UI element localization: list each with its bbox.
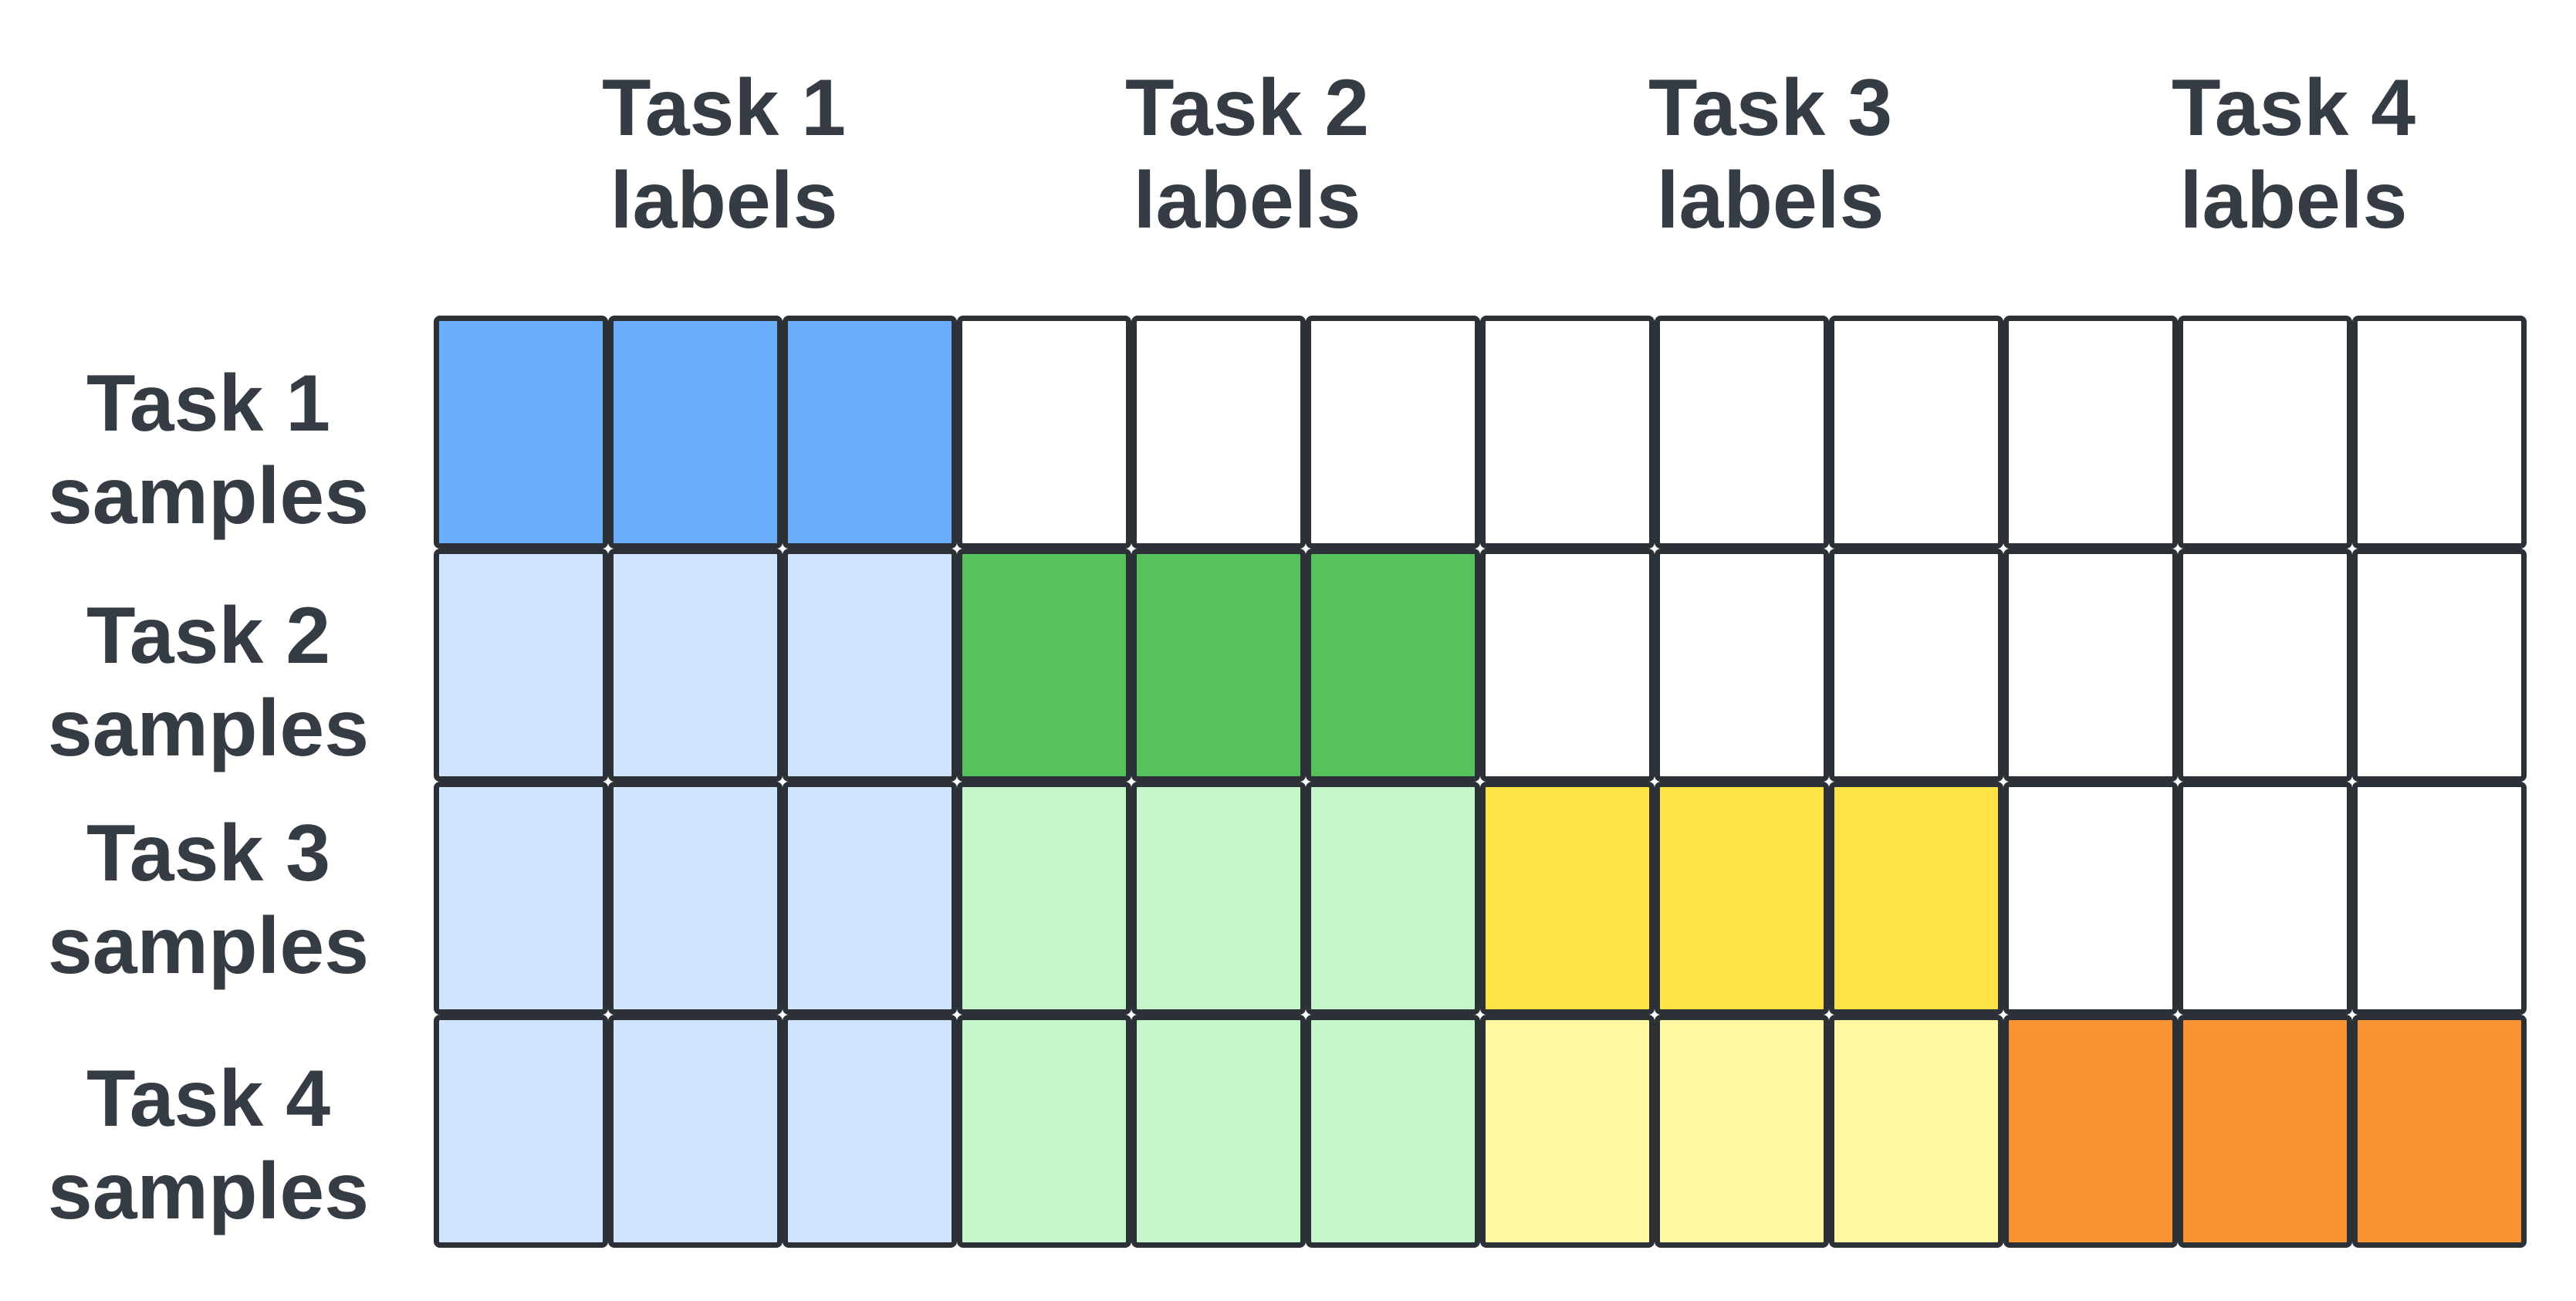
row-label-task-1-line-1: Task 1 — [86, 359, 331, 448]
cell-sample-task-1-label-task-3-col-3 — [1829, 316, 2003, 549]
column-label-task-3: Task 3 labels — [1539, 62, 2002, 247]
column-label-task-4-line-2: labels — [2179, 156, 2408, 245]
cell-sample-task-2-label-task-1-col-2 — [608, 549, 783, 782]
cell-sample-task-4-label-task-1-col-1 — [434, 1015, 608, 1248]
column-label-task-4: Task 4 labels — [2062, 62, 2525, 247]
cell-sample-task-4-label-task-4-col-1 — [2003, 1015, 2178, 1248]
cell-sample-task-2-label-task-2-col-2 — [1131, 549, 1306, 782]
column-label-task-2-line-1: Task 2 — [1124, 63, 1370, 153]
cell-sample-task-2-label-task-1-col-1 — [434, 549, 608, 782]
cell-sample-task-3-label-task-3-col-2 — [1655, 782, 1829, 1015]
cell-sample-task-3-label-task-2-col-1 — [957, 782, 1131, 1015]
column-label-task-4-line-1: Task 4 — [2171, 63, 2416, 153]
column-label-task-2-line-2: labels — [1133, 156, 1361, 245]
cell-sample-task-4-label-task-1-col-2 — [608, 1015, 783, 1248]
row-label-task-4-line-1: Task 4 — [86, 1054, 331, 1144]
cell-sample-task-4-label-task-3-col-3 — [1829, 1015, 2003, 1248]
cell-sample-task-3-label-task-4-col-1 — [2003, 782, 2178, 1015]
cell-sample-task-3-label-task-3-col-3 — [1829, 782, 2003, 1015]
cell-sample-task-1-label-task-1-col-2 — [608, 316, 783, 549]
column-label-task-1: Task 1 labels — [492, 62, 955, 247]
cell-sample-task-3-label-task-2-col-2 — [1131, 782, 1306, 1015]
column-label-task-1-line-2: labels — [610, 156, 838, 245]
cell-sample-task-1-label-task-4-col-3 — [2352, 316, 2527, 549]
cell-sample-task-4-label-task-4-col-2 — [2178, 1015, 2352, 1248]
row-label-task-2-line-1: Task 2 — [86, 591, 331, 681]
cell-sample-task-3-label-task-1-col-1 — [434, 782, 608, 1015]
cell-sample-task-4-label-task-4-col-3 — [2352, 1015, 2527, 1248]
cell-sample-task-4-label-task-2-col-3 — [1306, 1015, 1480, 1248]
cell-sample-task-3-label-task-1-col-3 — [783, 782, 957, 1015]
cell-sample-task-2-label-task-3-col-1 — [1480, 549, 1655, 782]
column-label-task-1-line-1: Task 1 — [601, 63, 847, 153]
cell-sample-task-2-label-task-2-col-1 — [957, 549, 1131, 782]
row-label-task-4: Task 4 samples — [46, 1053, 370, 1238]
row-label-task-4-line-2: samples — [47, 1147, 370, 1236]
column-label-task-3-line-2: labels — [1656, 156, 1885, 245]
cell-sample-task-2-label-task-4-col-3 — [2352, 549, 2527, 782]
row-label-task-2-line-2: samples — [47, 684, 370, 773]
cell-sample-task-1-label-task-3-col-1 — [1480, 316, 1655, 549]
cell-sample-task-2-label-task-4-col-1 — [2003, 549, 2178, 782]
cell-sample-task-4-label-task-2-col-2 — [1131, 1015, 1306, 1248]
cell-sample-task-2-label-task-4-col-2 — [2178, 549, 2352, 782]
cell-sample-task-3-label-task-3-col-1 — [1480, 782, 1655, 1015]
cell-sample-task-1-label-task-3-col-2 — [1655, 316, 1829, 549]
column-label-task-2: Task 2 labels — [1016, 62, 1479, 247]
row-label-task-2: Task 2 samples — [46, 590, 370, 775]
cell-sample-task-3-label-task-2-col-3 — [1306, 782, 1480, 1015]
cell-sample-task-4-label-task-3-col-2 — [1655, 1015, 1829, 1248]
cell-sample-task-1-label-task-4-col-1 — [2003, 316, 2178, 549]
cell-sample-task-3-label-task-4-col-3 — [2352, 782, 2527, 1015]
row-label-task-3: Task 3 samples — [46, 807, 370, 992]
cell-sample-task-3-label-task-1-col-2 — [608, 782, 783, 1015]
cell-sample-task-4-label-task-3-col-1 — [1480, 1015, 1655, 1248]
cell-sample-task-3-label-task-4-col-2 — [2178, 782, 2352, 1015]
cell-sample-task-1-label-task-4-col-2 — [2178, 316, 2352, 549]
cell-sample-task-4-label-task-2-col-1 — [957, 1015, 1131, 1248]
row-label-task-1: Task 1 samples — [46, 357, 370, 542]
cell-sample-task-1-label-task-2-col-2 — [1131, 316, 1306, 549]
cell-sample-task-1-label-task-1-col-3 — [783, 316, 957, 549]
cell-sample-task-1-label-task-2-col-3 — [1306, 316, 1480, 549]
column-label-task-3-line-1: Task 3 — [1648, 63, 1893, 153]
row-label-task-1-line-2: samples — [47, 451, 370, 541]
cell-sample-task-4-label-task-1-col-3 — [783, 1015, 957, 1248]
cell-sample-task-2-label-task-3-col-3 — [1829, 549, 2003, 782]
cell-sample-task-1-label-task-2-col-1 — [957, 316, 1131, 549]
cell-sample-task-1-label-task-1-col-1 — [434, 316, 608, 549]
cell-sample-task-2-label-task-2-col-3 — [1306, 549, 1480, 782]
row-label-task-3-line-2: samples — [47, 901, 370, 991]
row-label-task-3-line-1: Task 3 — [86, 809, 331, 898]
cell-sample-task-2-label-task-1-col-3 — [783, 549, 957, 782]
cell-sample-task-2-label-task-3-col-2 — [1655, 549, 1829, 782]
